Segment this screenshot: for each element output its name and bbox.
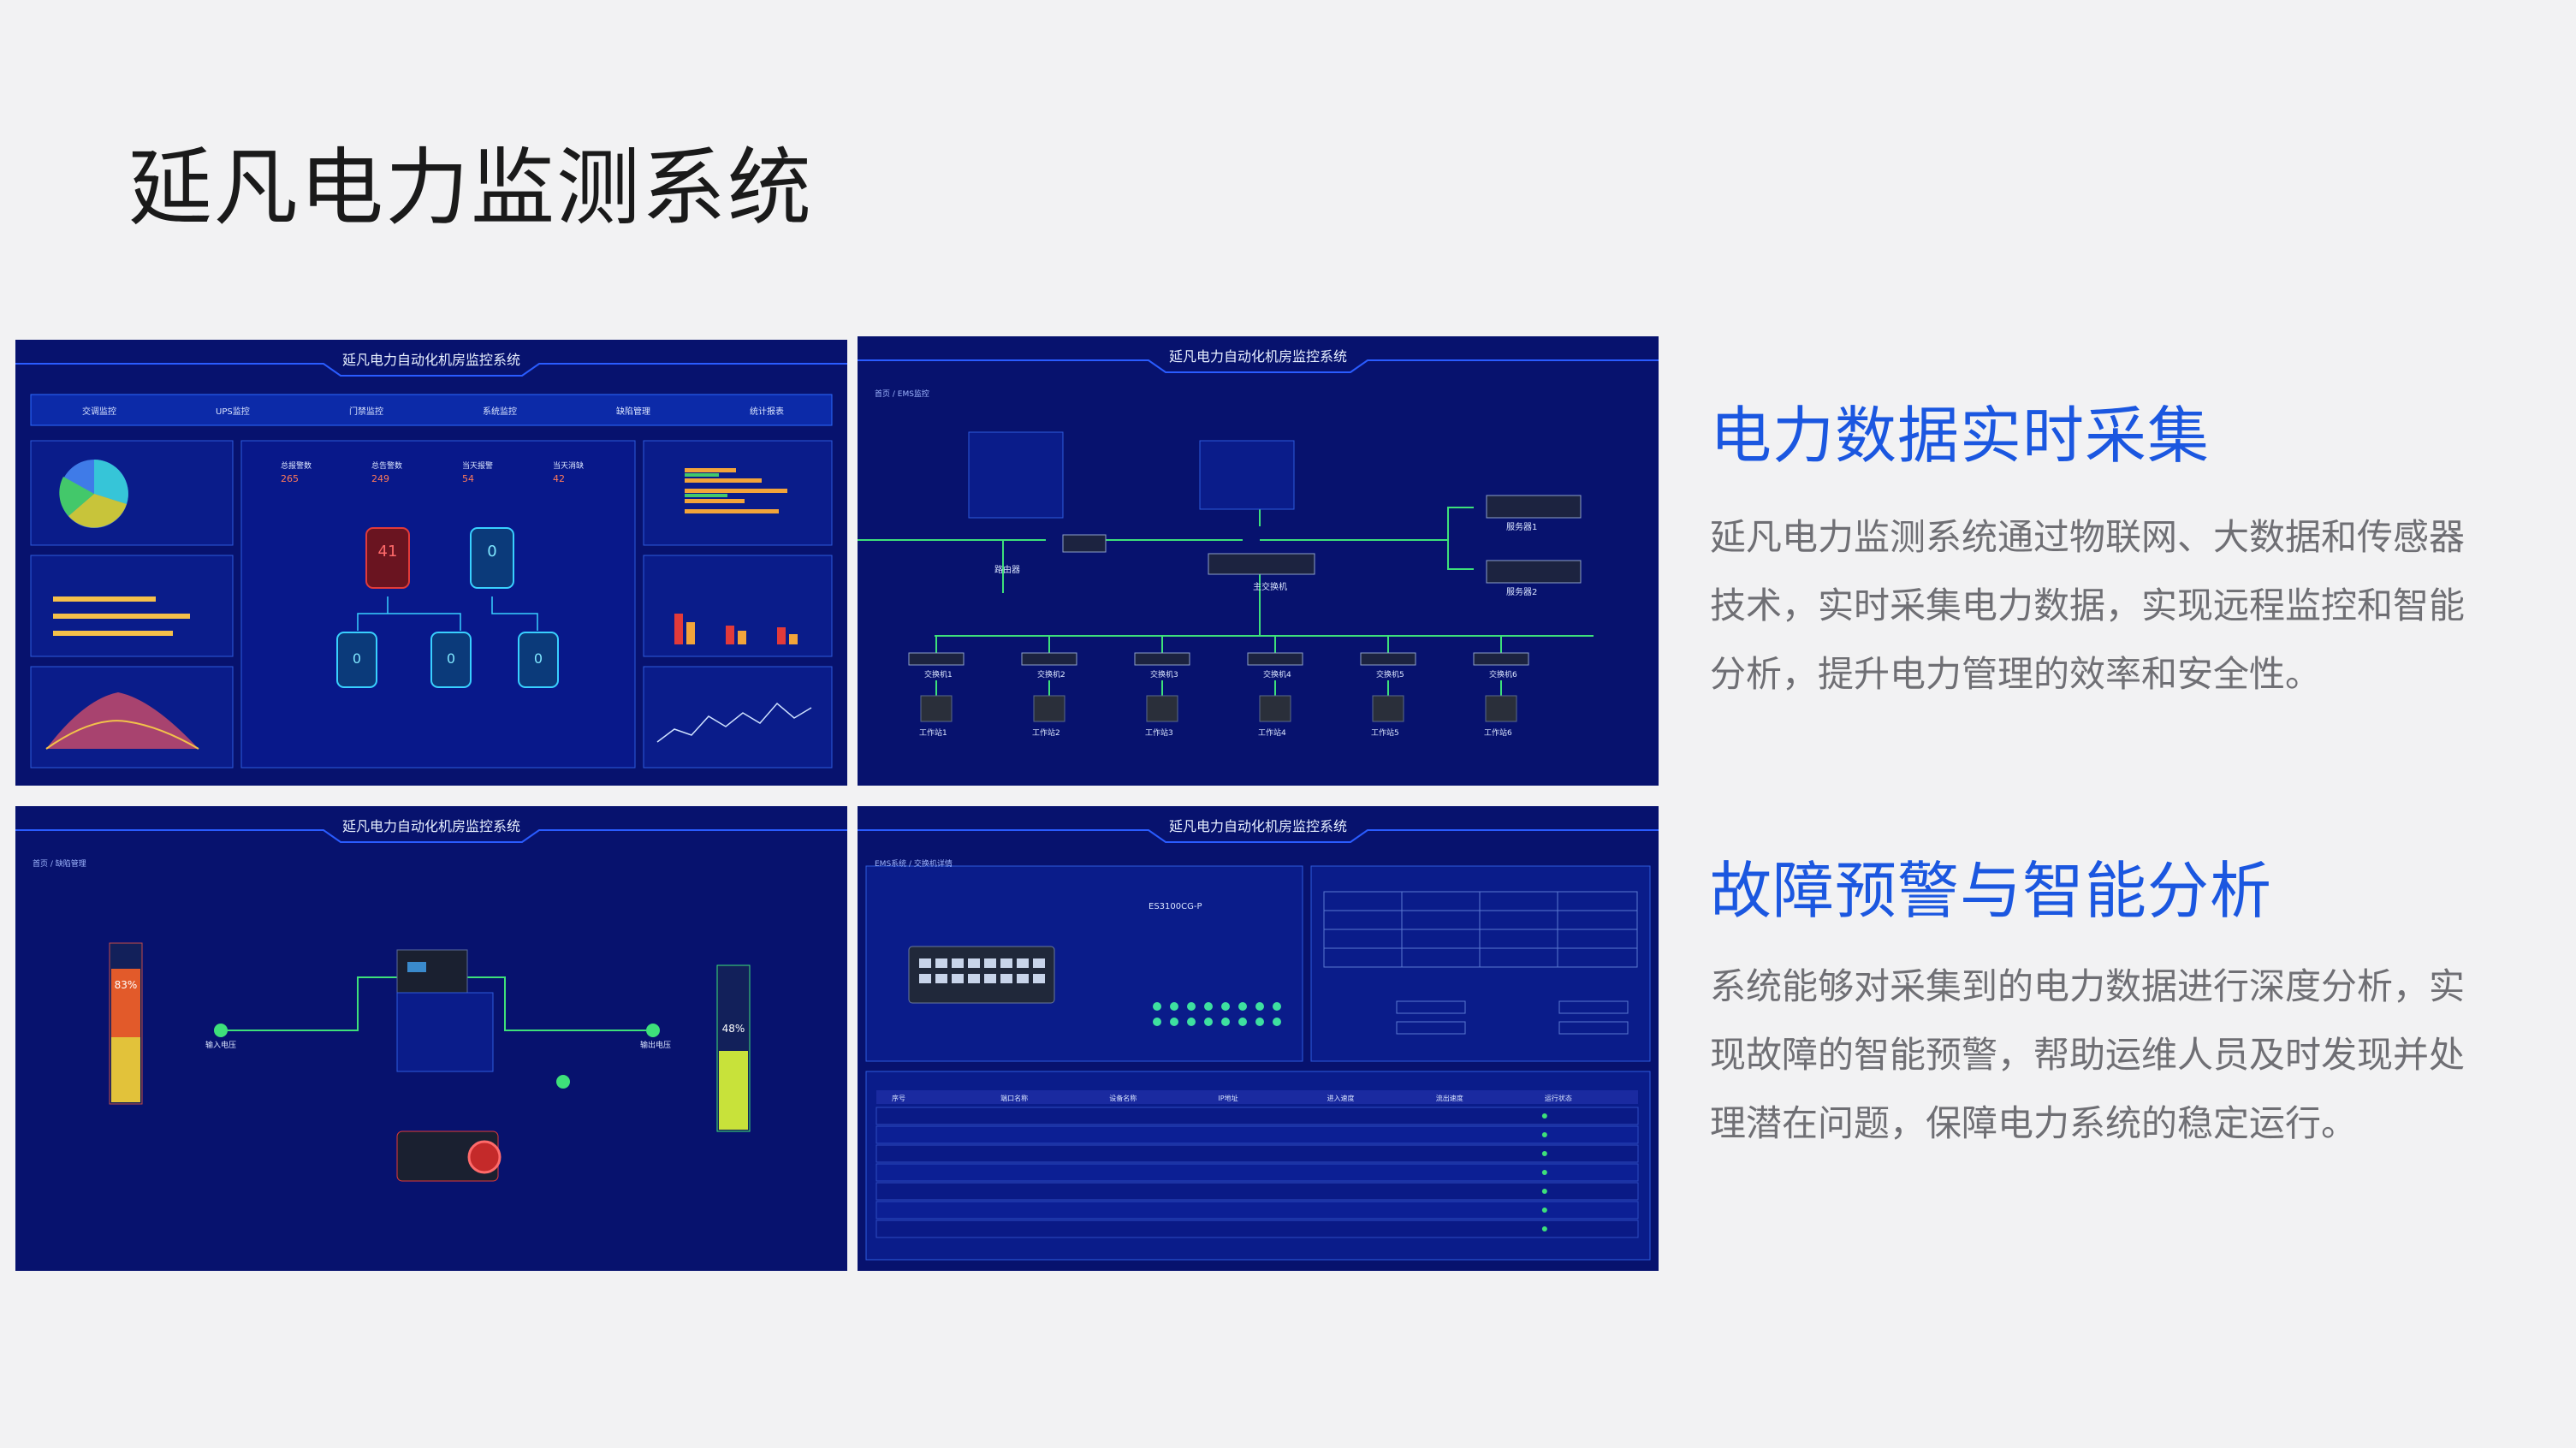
- node-ems-value: 41: [378, 543, 398, 561]
- workstation-device: [1146, 695, 1178, 722]
- table-header: 设备名称: [1109, 1094, 1137, 1102]
- table-header: 进入速度: [1327, 1094, 1355, 1102]
- switch-device: [1134, 652, 1190, 666]
- table-row: [875, 1144, 1639, 1163]
- workstation-label: 工作站4: [1258, 727, 1286, 738]
- switch-label: 交换机5: [1376, 669, 1404, 679]
- dashboard-overview-drawing: 交调监控 UPS监控 门禁监控 系统监控 缺陷管理 统计报表 总报警数 265 总告警数 249…: [15, 340, 847, 786]
- switch-device: [908, 652, 965, 666]
- table-row: [875, 1220, 1639, 1238]
- switch-device: [1473, 652, 1529, 666]
- switch-model: ES3100CG-P: [1149, 902, 1202, 911]
- mini-tab-label: UPS监控: [216, 406, 250, 417]
- mini-tab-label: 统计报表: [750, 406, 784, 417]
- ups-monitor-drawing: 83% 48% 输入电压 输出电压: [15, 806, 847, 1271]
- section-body-fault-warning: 系统能够对采集到的电力数据进行深度分析，实现故障的智能预警，帮助运维人员及时发现…: [1710, 965, 2466, 1144]
- page-title: 延凡电力监测系统: [128, 139, 814, 237]
- output-voltage-label: 输出电压: [640, 1040, 671, 1050]
- node-3-value: 0: [353, 650, 361, 667]
- breadcrumb: 首页 / 缺陷管理: [33, 860, 86, 869]
- section-heading-fault-warning: 故障预警与智能分析: [1710, 855, 2273, 927]
- switch-device: [1360, 652, 1416, 666]
- dashboard-overview-screenshot: 延凡电力自动化机房监控系统 交调监控 UPS监控 门禁监控 系统监控 缺陷管理 统计报表 …: [15, 340, 847, 786]
- mini-tab-label: 门禁监控: [349, 406, 383, 417]
- table-row: [875, 1163, 1639, 1182]
- server-1-label: 服务器1: [1506, 521, 1537, 532]
- ups-monitor-screenshot: 延凡电力自动化机房监控系统 首页 / 缺陷管理 83% 48% 输入电压 输出电…: [15, 806, 847, 1271]
- workstation-device: [1485, 695, 1517, 722]
- switch-detail-screenshot: 延凡电力自动化机房监控系统 EMS系统 / 交换机详情 ES3100CG-P 序…: [858, 806, 1659, 1271]
- screenshot-app-title: 延凡电力自动化机房监控系统: [341, 818, 520, 834]
- input-voltage-label: 输入电压: [205, 1040, 236, 1050]
- table-row: [875, 1182, 1639, 1201]
- network-topology-drawing: 交换机1 工作站1 交换机2 工作站2 交换机3 工作站3 交换机4 工作站4 交换机5 工作站5…: [858, 336, 1659, 786]
- switch-detail-drawing: ES3100CG-P 序号 端口名称 设备名称 IP地址 进入速度 流出速度 运行状态: [858, 806, 1659, 1271]
- switch-label: 交换机6: [1489, 669, 1517, 679]
- table-row: [875, 1125, 1639, 1144]
- workstation-device: [1033, 695, 1065, 722]
- switch-label: 交换机1: [924, 669, 953, 679]
- mini-tab-label: 缺陷管理: [616, 406, 650, 417]
- node-4-value: 0: [447, 650, 455, 667]
- mini-stat-value: 265: [281, 473, 299, 484]
- workstation-label: 工作站5: [1371, 727, 1399, 738]
- switch-label: 交换机2: [1037, 669, 1065, 679]
- workstation-label: 工作站3: [1145, 727, 1173, 738]
- switch-label: 交换机3: [1150, 669, 1178, 679]
- screenshot-app-title: 延凡电力自动化机房监控系统: [341, 352, 520, 368]
- table-header: 端口名称: [1000, 1094, 1028, 1102]
- network-topology-screenshot: 延凡电力自动化机房监控系统 首页 / EMS监控 交换机1 工作站1 交换机2 工作站…: [858, 336, 1659, 786]
- mini-tab-label: 系统监控: [483, 406, 517, 417]
- table-header: 流出速度: [1436, 1094, 1463, 1102]
- mini-stat-value: 42: [553, 473, 565, 484]
- table-header: 序号: [892, 1094, 905, 1102]
- switch-label: 交换机4: [1263, 669, 1291, 679]
- table-row: [875, 1107, 1639, 1125]
- workstation-device: [920, 695, 953, 722]
- mini-stat-label: 总报警数: [281, 460, 312, 471]
- breadcrumb: EMS系统 / 交换机详情: [875, 860, 953, 869]
- table-row: [875, 1201, 1639, 1220]
- section-heading-realtime-collection: 电力数据实时采集: [1710, 400, 2211, 472]
- right-gauge-value: 48%: [722, 1023, 745, 1035]
- left-gauge-value: 83%: [115, 979, 138, 991]
- mini-stat-value: 54: [462, 473, 474, 484]
- switch-device: [1021, 652, 1077, 666]
- workstation-label: 工作站2: [1032, 727, 1060, 738]
- table-header: 运行状态: [1545, 1094, 1572, 1102]
- breadcrumb: 首页 / EMS监控: [875, 390, 929, 399]
- server-2-label: 服务器2: [1506, 586, 1537, 597]
- main-switch-label: 主交换机: [1253, 581, 1287, 592]
- node-5-value: 0: [534, 650, 543, 667]
- mini-stat-label: 当天报警: [462, 460, 493, 471]
- section-body-realtime-collection: 延凡电力监测系统通过物联网、大数据和传感器技术，实时采集电力数据，实现远程监控和…: [1710, 516, 2466, 695]
- workstation-device: [1259, 695, 1291, 722]
- mini-stat-label: 当天消缺: [553, 460, 584, 471]
- workstation-label: 工作站1: [919, 727, 947, 738]
- router-label: 路由器: [994, 564, 1020, 575]
- table-header: IP地址: [1218, 1094, 1238, 1102]
- mini-stat-value: 249: [371, 473, 389, 484]
- mini-stat-label: 总告警数: [371, 460, 402, 471]
- mini-tab-label: 交调监控: [82, 406, 116, 417]
- node-tmr-value: 0: [487, 543, 496, 561]
- workstation-label: 工作站6: [1484, 727, 1512, 738]
- screenshot-app-title: 延凡电力自动化机房监控系统: [1168, 348, 1347, 365]
- switch-device: [1247, 652, 1303, 666]
- screenshot-app-title: 延凡电力自动化机房监控系统: [1168, 818, 1347, 834]
- workstation-device: [1372, 695, 1404, 722]
